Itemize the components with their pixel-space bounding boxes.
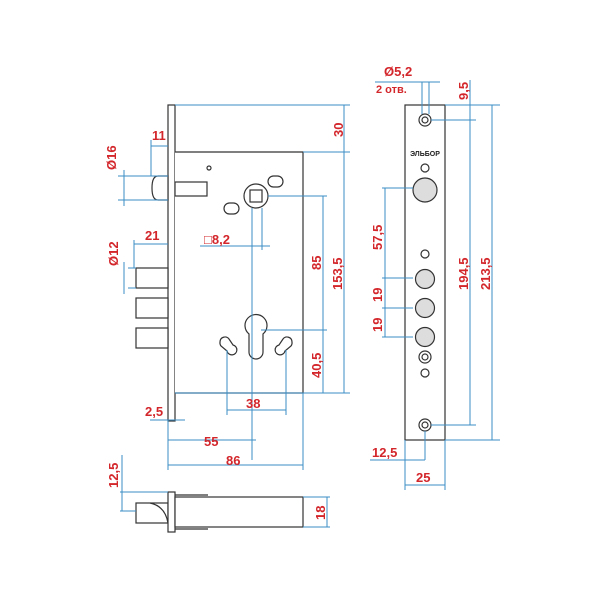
dim-case-depth: 86 <box>226 453 240 468</box>
dim-bolt-spacing-2: 19 <box>370 318 385 332</box>
dim-latch-projection: 11 <box>152 128 166 143</box>
hole <box>420 368 430 378</box>
front-view: 30 Ø16 11 Ø12 21 □8,2 85 153,5 40,5 38 2… <box>104 104 350 470</box>
bolt-opening-2 <box>414 297 436 319</box>
latch-opening <box>412 177 438 203</box>
dim-plate-width: 25 <box>416 470 430 485</box>
case-rim <box>175 494 208 530</box>
dim-hole-spacing: 194,5 <box>456 257 471 290</box>
deadbolt-lever <box>174 181 208 197</box>
slot-lower <box>223 202 240 215</box>
dim-screw-spacing: 38 <box>246 396 260 411</box>
dim-latch-to-bolt: 57,5 <box>370 225 385 250</box>
dim-spindle-square: □8,2 <box>204 232 230 247</box>
dim-bolt-spacing-1: 19 <box>370 288 385 302</box>
dim-hole-count: 2 отв. <box>376 84 407 96</box>
dim-spindle-to-bottom: 153,5 <box>330 257 345 290</box>
case-body <box>174 496 304 528</box>
bottom-view: 12,5 18 <box>106 455 330 533</box>
dim-half-width: 12,5 <box>372 445 397 460</box>
bottom-dimension-lines <box>120 455 330 528</box>
dim-bolt-projection: 21 <box>145 228 159 243</box>
faceplate-edge <box>167 491 176 533</box>
bolt-3 <box>135 327 169 349</box>
slot-upper <box>267 175 284 188</box>
spindle-square <box>249 189 263 203</box>
mount-hole-top-inner <box>421 116 429 124</box>
dim-latch-offset: 12,5 <box>106 463 121 488</box>
brand-logo: ЭЛЬБОР <box>410 151 440 158</box>
faceplate-view: ЭЛЬБОР Ø5,2 2 отв. 9,5 57,5 19 19 194,5 … <box>370 64 500 490</box>
dim-plate-length: 213,5 <box>478 257 493 290</box>
dim-bolt-diameter: Ø12 <box>106 241 121 266</box>
dim-hole-diameter: Ø5,2 <box>384 64 412 79</box>
dim-faceplate-thickness: 2,5 <box>145 404 163 419</box>
pin-hole <box>206 165 212 171</box>
bolt-1 <box>135 267 169 289</box>
bolt-opening-3 <box>414 326 436 348</box>
faceplate-dimension-lines <box>370 80 500 490</box>
dim-top-offset: 30 <box>331 123 346 137</box>
mount-hole-bottom-inner <box>421 421 429 429</box>
screw-hole-left <box>219 336 238 356</box>
cylinder-cutout <box>244 313 268 360</box>
dim-cylinder-to-bottom: 40,5 <box>309 353 324 378</box>
dim-latch-diameter: Ø16 <box>104 145 119 170</box>
bolt-opening-1 <box>414 268 436 290</box>
dim-case-thickness: 18 <box>313 506 328 520</box>
dim-hole-offset: 9,5 <box>456 82 471 100</box>
hole-inner <box>421 353 429 361</box>
hole <box>420 163 430 173</box>
front-dimension-lines <box>118 104 350 470</box>
dim-spindle-to-cylinder: 85 <box>309 256 324 270</box>
latch-bevel <box>149 502 169 524</box>
faceplate-side <box>167 104 176 422</box>
hole <box>420 249 430 259</box>
latch <box>151 175 169 201</box>
dim-backset: 55 <box>204 434 218 449</box>
screw-hole-right <box>274 336 293 356</box>
bolt-2 <box>135 297 169 319</box>
